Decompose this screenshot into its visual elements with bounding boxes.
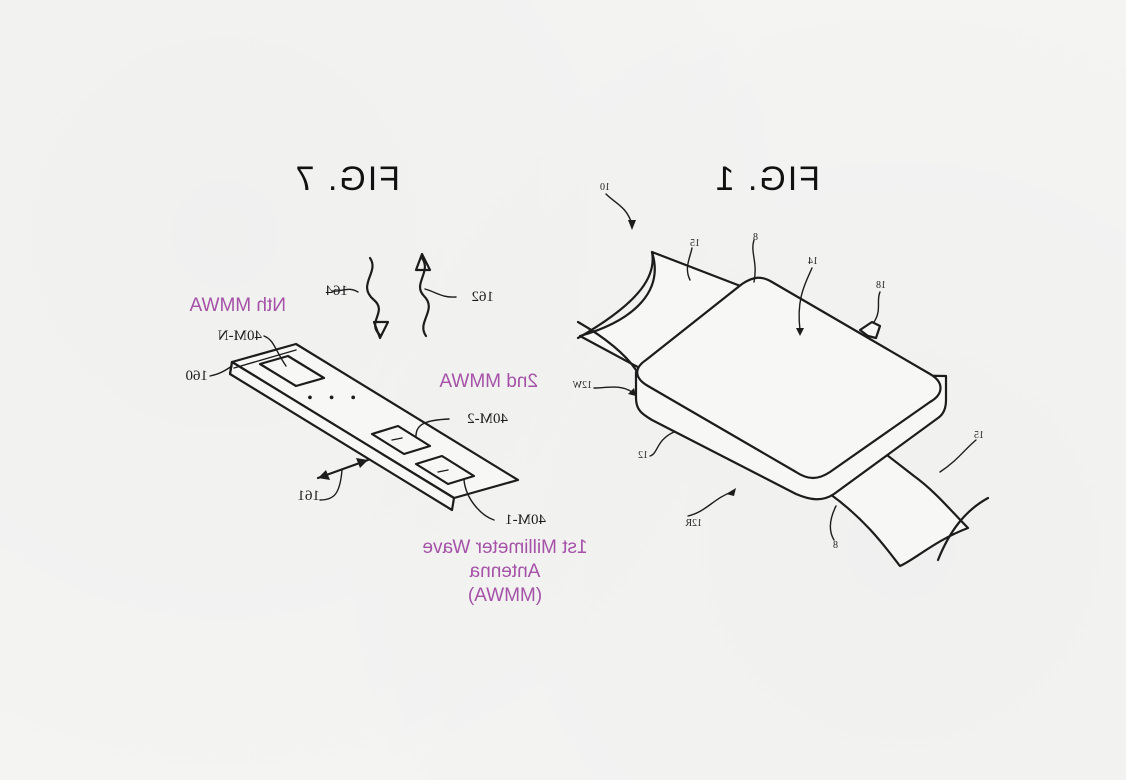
watch-display bbox=[636, 276, 942, 480]
signal-arrow-down-icon bbox=[366, 256, 390, 340]
ref-15-bottom: 15 bbox=[974, 430, 984, 441]
signal-arrow-up-icon bbox=[414, 252, 432, 338]
antenna-patch-n bbox=[258, 354, 326, 388]
ref-15-top: 15 bbox=[690, 238, 700, 249]
movement-arrow-icon bbox=[316, 458, 370, 501]
antenna-patch-2 bbox=[370, 424, 432, 456]
ref-8-bottom: 8 bbox=[833, 540, 838, 551]
ref-12: 12 bbox=[638, 450, 648, 461]
watch-crown bbox=[858, 320, 882, 340]
antenna-patch-1 bbox=[414, 454, 476, 486]
ref-18: 18 bbox=[876, 280, 886, 291]
ref-12r: 12R bbox=[685, 518, 702, 529]
ref-14: 14 bbox=[808, 256, 818, 267]
ref-12w: 12W bbox=[572, 380, 592, 391]
ref-10: 10 bbox=[600, 182, 610, 193]
ref-8-top: 8 bbox=[753, 232, 758, 243]
watch-band-top bbox=[576, 250, 758, 396]
